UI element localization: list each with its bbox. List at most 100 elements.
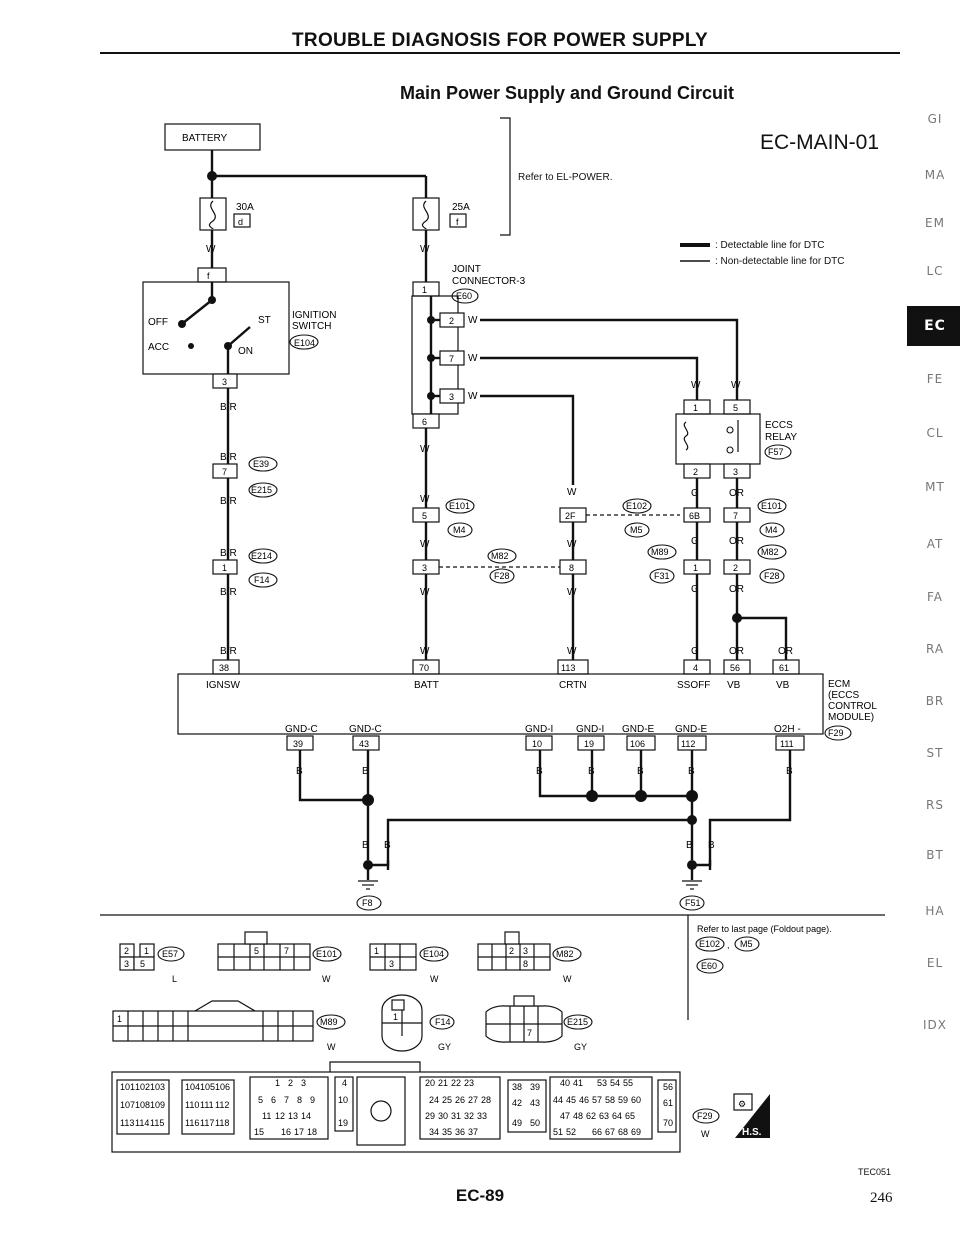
- svg-text:110: 110: [185, 1100, 199, 1110]
- tab-ec[interactable]: EC: [907, 306, 960, 346]
- connector-M4: M4: [453, 525, 466, 535]
- svg-text:39: 39: [530, 1082, 540, 1092]
- tab-ha[interactable]: HA: [925, 904, 945, 918]
- svg-text:64: 64: [612, 1111, 622, 1121]
- svg-text:B/R: B/R: [220, 452, 237, 463]
- tab-at[interactable]: AT: [926, 537, 944, 551]
- ecm-label-4: MODULE): [828, 712, 874, 723]
- svg-text:34: 34: [429, 1127, 439, 1137]
- svg-text:G: G: [691, 646, 699, 657]
- svg-text:5: 5: [140, 959, 145, 969]
- svg-text:E101: E101: [316, 949, 337, 959]
- svg-text:104: 104: [185, 1082, 200, 1092]
- ign-switch-name-2: SWITCH: [292, 321, 331, 332]
- svg-text:108: 108: [135, 1100, 150, 1110]
- tab-gi[interactable]: GI: [927, 112, 943, 126]
- tab-st[interactable]: ST: [926, 746, 944, 760]
- svg-text:7: 7: [733, 511, 738, 521]
- ign-st: ST: [258, 315, 271, 326]
- connector-M82: M82: [491, 551, 509, 561]
- svg-text:15: 15: [254, 1127, 264, 1137]
- svg-text:22: 22: [451, 1078, 461, 1088]
- svg-text:30: 30: [438, 1111, 448, 1121]
- tab-ma[interactable]: MA: [924, 168, 946, 182]
- tab-fa[interactable]: FA: [926, 590, 943, 604]
- svg-text:E215: E215: [567, 1017, 588, 1027]
- svg-text:B: B: [362, 766, 369, 777]
- svg-text:3: 3: [124, 959, 129, 969]
- tab-el[interactable]: EL: [926, 956, 944, 970]
- tab-em[interactable]: EM: [925, 216, 945, 230]
- connector-E104: [289, 334, 319, 350]
- ecm-label-2: (ECCS: [828, 690, 859, 701]
- svg-text:B: B: [708, 840, 715, 851]
- svg-text:70: 70: [419, 663, 429, 673]
- el-power-bracket: [500, 117, 511, 236]
- svg-text:7: 7: [449, 354, 454, 364]
- svg-text:3: 3: [449, 392, 454, 402]
- svg-text:2F: 2F: [565, 511, 576, 521]
- eccs-relay-1: ECCS: [765, 420, 793, 431]
- svg-text:1: 1: [275, 1078, 280, 1088]
- tab-ra[interactable]: RA: [925, 642, 945, 656]
- svg-text:111: 111: [200, 1100, 214, 1110]
- fuse-25a-rating: 25A: [452, 202, 470, 213]
- fuse-25a-id: f: [456, 217, 459, 227]
- svg-text:56: 56: [730, 663, 740, 673]
- connector-E214: E214: [251, 551, 272, 561]
- connector-F14: F14: [254, 575, 270, 585]
- tab-fe[interactable]: FE: [926, 372, 944, 386]
- svg-text:116: 116: [185, 1118, 199, 1128]
- svg-text:63: 63: [599, 1111, 609, 1121]
- svg-text:3: 3: [733, 467, 738, 477]
- svg-text:GY: GY: [438, 1042, 451, 1052]
- svg-text:L: L: [172, 974, 177, 984]
- ign-switch-name-1: IGNITION: [292, 310, 336, 321]
- svg-text:113: 113: [561, 663, 575, 673]
- connector-view-M89: 1 M89 W: [112, 1000, 346, 1052]
- svg-text:112: 112: [215, 1100, 229, 1110]
- connector-view-E104: 13 E104 W: [369, 943, 449, 984]
- svg-text:4: 4: [693, 663, 698, 673]
- connector-E102: E102: [626, 501, 647, 511]
- svg-text:7: 7: [222, 467, 227, 477]
- svg-text:11: 11: [262, 1111, 271, 1121]
- svg-text:61: 61: [663, 1098, 673, 1108]
- svg-text:W: W: [563, 974, 572, 984]
- tab-mt[interactable]: MT: [925, 480, 945, 494]
- svg-text:21: 21: [438, 1078, 448, 1088]
- connector-E57: E57: [162, 949, 178, 959]
- svg-text:8: 8: [523, 959, 528, 969]
- tab-br[interactable]: BR: [925, 694, 945, 708]
- svg-text:17: 17: [294, 1127, 304, 1137]
- tab-idx[interactable]: IDX: [923, 1018, 947, 1032]
- fuse-30a: [199, 197, 227, 231]
- ecm-box: [177, 673, 824, 735]
- svg-text:W: W: [327, 1042, 336, 1052]
- svg-text:47: 47: [560, 1111, 570, 1121]
- svg-text:55: 55: [623, 1078, 633, 1088]
- svg-text:19: 19: [584, 739, 594, 749]
- tab-cl[interactable]: CL: [926, 426, 944, 440]
- connector-view-E215: 7 E215 GY: [485, 995, 593, 1052]
- svg-text:OR: OR: [729, 646, 744, 657]
- harness-side-icon: ⚙ H.S.: [733, 1093, 770, 1138]
- tab-lc[interactable]: LC: [926, 264, 944, 278]
- joint-connector-2: CONNECTOR-3: [452, 276, 526, 287]
- ecm-gndc-1: GND-C: [285, 724, 318, 735]
- tab-rs[interactable]: RS: [926, 798, 944, 812]
- svg-text:106: 106: [215, 1082, 230, 1092]
- svg-text:M82: M82: [556, 949, 574, 959]
- svg-text:W: W: [567, 487, 577, 498]
- tab-bt[interactable]: BT: [926, 848, 944, 862]
- svg-text:G: G: [691, 536, 699, 547]
- svg-text:58: 58: [605, 1095, 615, 1105]
- svg-text:E104: E104: [423, 949, 444, 959]
- ecm-o2h: O2H -: [774, 724, 801, 735]
- svg-text:112: 112: [681, 739, 695, 749]
- svg-text:60: 60: [631, 1095, 641, 1105]
- svg-text:107: 107: [120, 1100, 135, 1110]
- svg-text:113: 113: [120, 1118, 134, 1128]
